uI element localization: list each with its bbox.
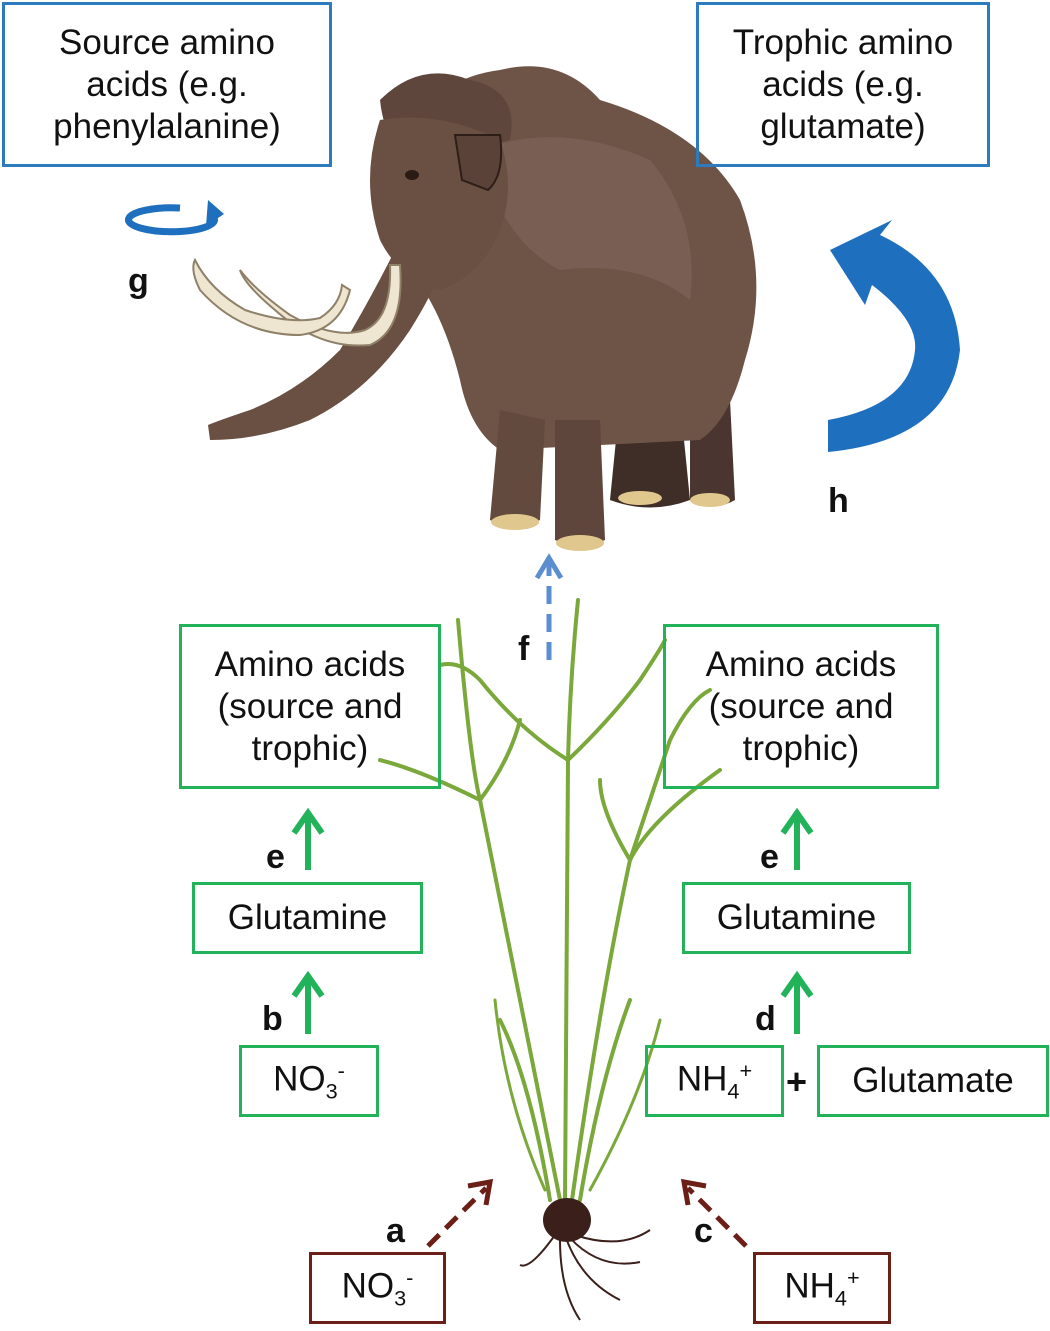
ammonium-mid-box: NH4+ <box>645 1045 784 1117</box>
dashed-arrow-c <box>680 1178 748 1248</box>
grass-plant-illustration <box>378 598 722 1202</box>
ammonium-mid-formula: NH4+ <box>676 1057 753 1104</box>
label-h: h <box>828 482 849 520</box>
glutamate-text: Glutamate <box>852 1061 1014 1100</box>
nitrate-mid-box: NO3- <box>239 1045 379 1117</box>
label-e-left: e <box>266 838 285 876</box>
dashed-arrow-a <box>426 1178 494 1248</box>
mammoth-illustration <box>192 66 757 551</box>
label-d: d <box>755 1000 776 1038</box>
label-f: f <box>518 630 530 668</box>
green-arrows <box>291 807 814 1034</box>
ammonium-soil-formula: NH4+ <box>784 1264 860 1311</box>
label-a: a <box>386 1212 405 1250</box>
nitrate-mid-formula: NO3- <box>273 1057 345 1104</box>
amino-acids-right-text: Amino acids (source and trophic) <box>705 644 897 768</box>
ammonium-soil-box: NH4+ <box>753 1252 891 1324</box>
circular-arrow-g <box>125 200 224 236</box>
nitrate-soil-formula: NO3- <box>341 1264 414 1311</box>
glutamine-left-text: Glutamine <box>227 898 388 937</box>
label-g: g <box>128 262 149 300</box>
dashed-arrow-f <box>534 553 564 660</box>
trophic-amino-acids-text: Trophic amino acids (e.g. glutamate) <box>732 22 954 146</box>
curved-arrow-h <box>828 220 960 452</box>
source-amino-acids-text: Source amino acids (e.g. phenylalanine) <box>53 22 281 146</box>
amino-acids-left-text: Amino acids (source and trophic) <box>214 644 406 768</box>
amino-acids-right-box: Amino acids (source and trophic) <box>663 624 939 789</box>
glutamine-right-box: Glutamine <box>682 882 911 954</box>
plant-roots-illustration <box>519 1198 651 1321</box>
glutamate-box: Glutamate <box>817 1045 1049 1117</box>
glutamine-left-box: Glutamine <box>192 882 423 954</box>
plus-sign: + <box>786 1061 808 1102</box>
label-b: b <box>262 1000 283 1038</box>
amino-acids-left-box: Amino acids (source and trophic) <box>179 624 441 789</box>
nitrate-soil-box: NO3- <box>309 1252 446 1324</box>
source-amino-acids-box: Source amino acids (e.g. phenylalanine) <box>2 2 332 167</box>
label-c: c <box>694 1212 713 1250</box>
glutamine-right-text: Glutamine <box>716 898 877 937</box>
trophic-amino-acids-box: Trophic amino acids (e.g. glutamate) <box>696 2 990 167</box>
label-e-right: e <box>760 838 779 876</box>
